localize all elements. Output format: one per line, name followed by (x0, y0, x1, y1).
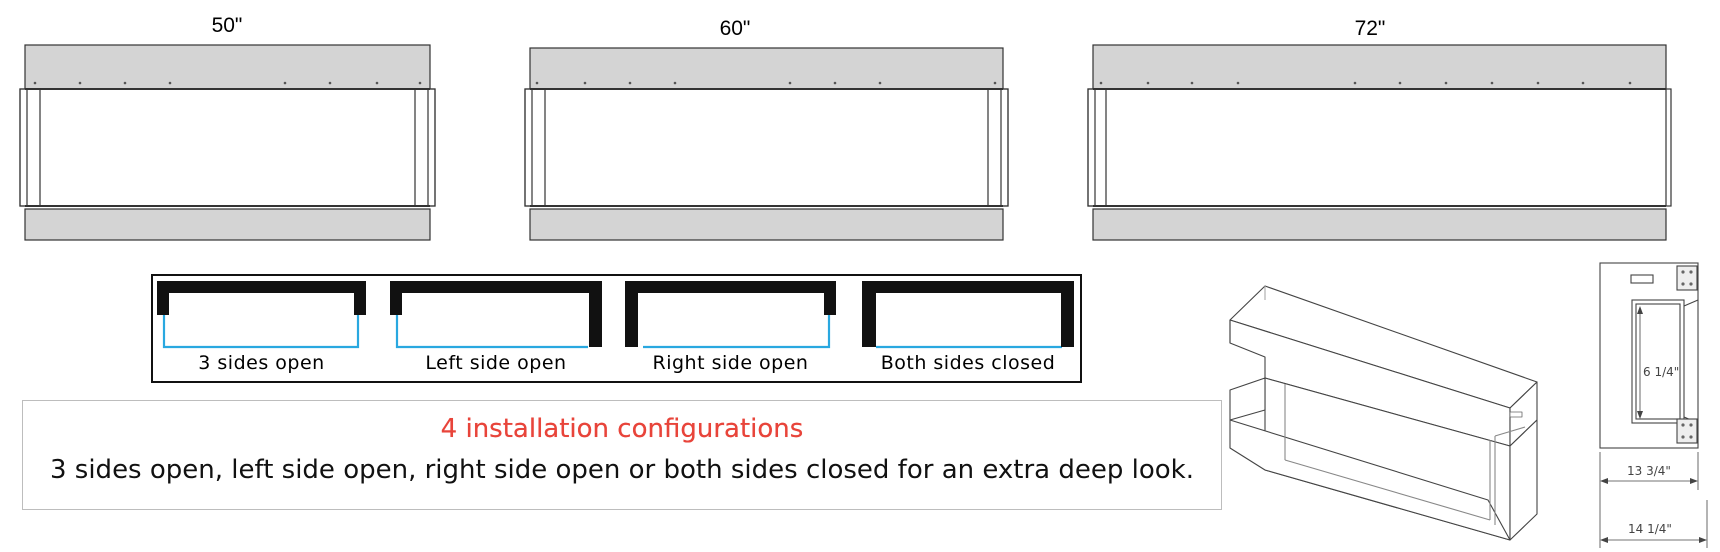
config-both-sides-closed (862, 281, 1074, 349)
installation-info-box: 4 installation configurations 3 sides op… (22, 400, 1222, 510)
config-label-right-side-open: Right side open (652, 352, 809, 374)
config-left-side-open (390, 281, 602, 349)
fireplace-isometric-view (1229, 285, 1538, 541)
config-label-both-sides-closed: Both sides closed (880, 352, 1056, 374)
config-3-sides-open (157, 281, 366, 349)
fireplace-front-60 (524, 47, 1009, 241)
size-label-50: 50" (211, 14, 243, 37)
dim-label-mid: 13 3/4" (1627, 464, 1671, 478)
config-label-3-sides-open: 3 sides open (198, 352, 325, 374)
config-right-side-open (625, 281, 836, 349)
info-description: 3 sides open, left side open, right side… (49, 455, 1194, 485)
dim-label-inner: 6 1/4" (1643, 365, 1680, 379)
info-title: 4 installation configurations (440, 414, 804, 444)
size-label-60: 60" (719, 17, 751, 40)
fireplace-side-view (1599, 262, 1708, 548)
config-label-left-side-open: Left side open (425, 352, 567, 374)
dim-label-outer: 14 1/4" (1628, 522, 1672, 536)
fireplace-front-72 (1087, 44, 1672, 241)
fireplace-front-50 (19, 44, 436, 241)
size-label-72: 72" (1354, 17, 1386, 40)
